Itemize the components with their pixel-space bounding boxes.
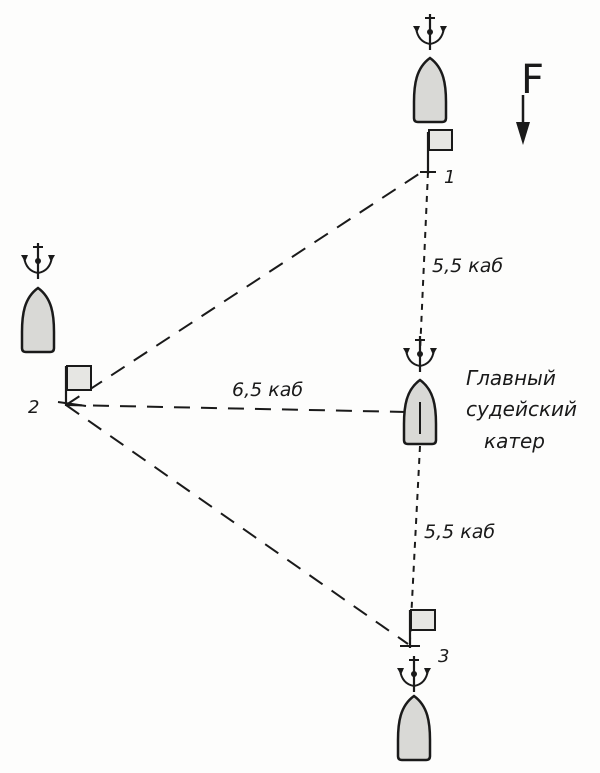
distance-1-main-label: 5,5 каб	[432, 255, 503, 277]
main-judge-boat-caption: Главный судейский катер	[466, 366, 577, 453]
flag-icon	[420, 129, 453, 174]
boat-icon	[412, 56, 448, 124]
caption-line-3: катер	[484, 429, 545, 453]
boat-icon	[396, 694, 432, 762]
line-main-to-3	[409, 445, 421, 641]
line-2-to-main	[65, 404, 409, 413]
line-2-to-3	[65, 404, 409, 645]
boat-icon	[20, 286, 56, 354]
anchor-icon	[401, 334, 439, 374]
flag-icon	[400, 609, 436, 648]
mark-1-label: 1	[444, 167, 455, 188]
wind-symbol: F	[521, 57, 544, 103]
caption-line-1: Главный	[466, 366, 556, 390]
mark-2-label: 2	[28, 397, 39, 418]
anchor-icon	[411, 12, 449, 52]
anchor-icon	[395, 654, 433, 694]
wind-arrow-icon: F	[516, 57, 544, 145]
distance-2-main-label: 6,5 каб	[232, 379, 303, 401]
anchor-icon	[19, 241, 57, 281]
course-lines	[65, 167, 429, 645]
main-judge-boat-icon	[402, 378, 438, 446]
mark-3-label: 3	[438, 646, 449, 667]
line-2-to-1	[65, 167, 429, 406]
flag-icon	[57, 365, 92, 407]
line-1-to-main	[419, 171, 429, 353]
distance-main-3-label: 5,5 каб	[424, 521, 495, 543]
caption-line-2: судейский	[466, 397, 577, 421]
